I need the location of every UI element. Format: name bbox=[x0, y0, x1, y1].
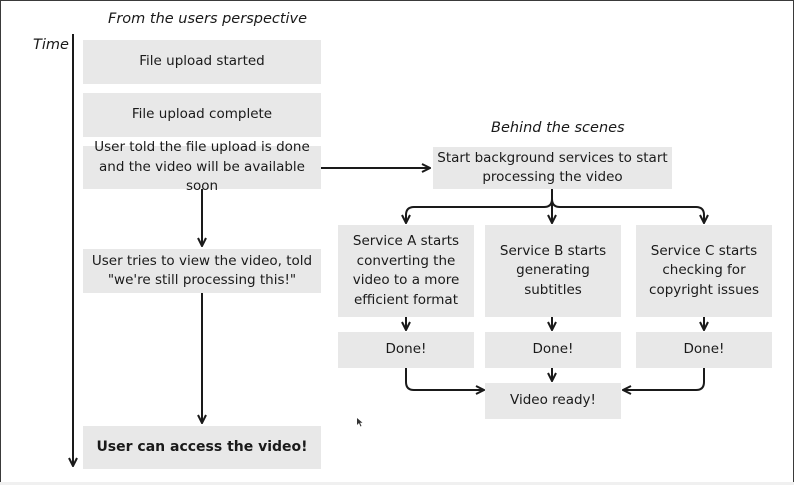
user-step-upload-started: File upload started bbox=[83, 40, 321, 84]
user-step-upload-complete: File upload complete bbox=[83, 93, 321, 137]
time-axis-label: Time bbox=[33, 37, 69, 53]
service-b-label: Service B starts generating subtitles bbox=[499, 242, 607, 298]
user-step-tries-view-label: User tries to view the video, told "we'r… bbox=[91, 252, 313, 289]
user-step-upload-started-label: File upload started bbox=[139, 53, 265, 70]
user-step-can-access: User can access the video! bbox=[83, 426, 321, 469]
branch-to-service-a bbox=[406, 189, 553, 222]
service-c-label: Service C starts checking for copyright … bbox=[649, 242, 759, 298]
user-step-upload-complete-label: File upload complete bbox=[131, 106, 273, 123]
mouse-cursor-icon bbox=[357, 418, 363, 427]
branch-to-service-c bbox=[551, 198, 704, 222]
bg-start-services: Start background services to start proce… bbox=[433, 147, 672, 189]
user-step-can-access-label: User can access the video! bbox=[96, 438, 308, 455]
service-c-done: Done! bbox=[636, 332, 772, 368]
service-c-done-label: Done! bbox=[683, 341, 725, 358]
service-b-box: Service B starts generating subtitles bbox=[485, 225, 621, 317]
user-step-tries-view: User tries to view the video, told "we'r… bbox=[83, 249, 321, 293]
video-ready-box: Video ready! bbox=[485, 383, 621, 419]
service-a-done: Done! bbox=[338, 332, 474, 368]
user-perspective-heading: From the users perspective bbox=[108, 11, 308, 27]
bg-start-services-label: Start background services to start proce… bbox=[437, 149, 668, 186]
service-a-done-label: Done! bbox=[385, 341, 427, 358]
behind-scenes-heading: Behind the scenes bbox=[491, 120, 625, 136]
service-b-done: Done! bbox=[485, 332, 621, 368]
service-c-box: Service C starts checking for copyright … bbox=[636, 225, 772, 317]
arrow-done-c-to-ready bbox=[624, 368, 705, 390]
arrow-done-a-to-ready bbox=[405, 368, 483, 390]
user-step-told-done: User told the file upload is done and th… bbox=[83, 139, 321, 194]
user-step-told-done-label: User told the file upload is done and th… bbox=[94, 139, 310, 195]
service-a-box: Service A starts converting the video to… bbox=[338, 225, 474, 317]
bottom-strip bbox=[0, 482, 794, 485]
service-b-done-label: Done! bbox=[532, 341, 574, 358]
video-ready-label: Video ready! bbox=[510, 392, 596, 409]
service-a-label: Service A starts converting the video to… bbox=[352, 233, 460, 308]
